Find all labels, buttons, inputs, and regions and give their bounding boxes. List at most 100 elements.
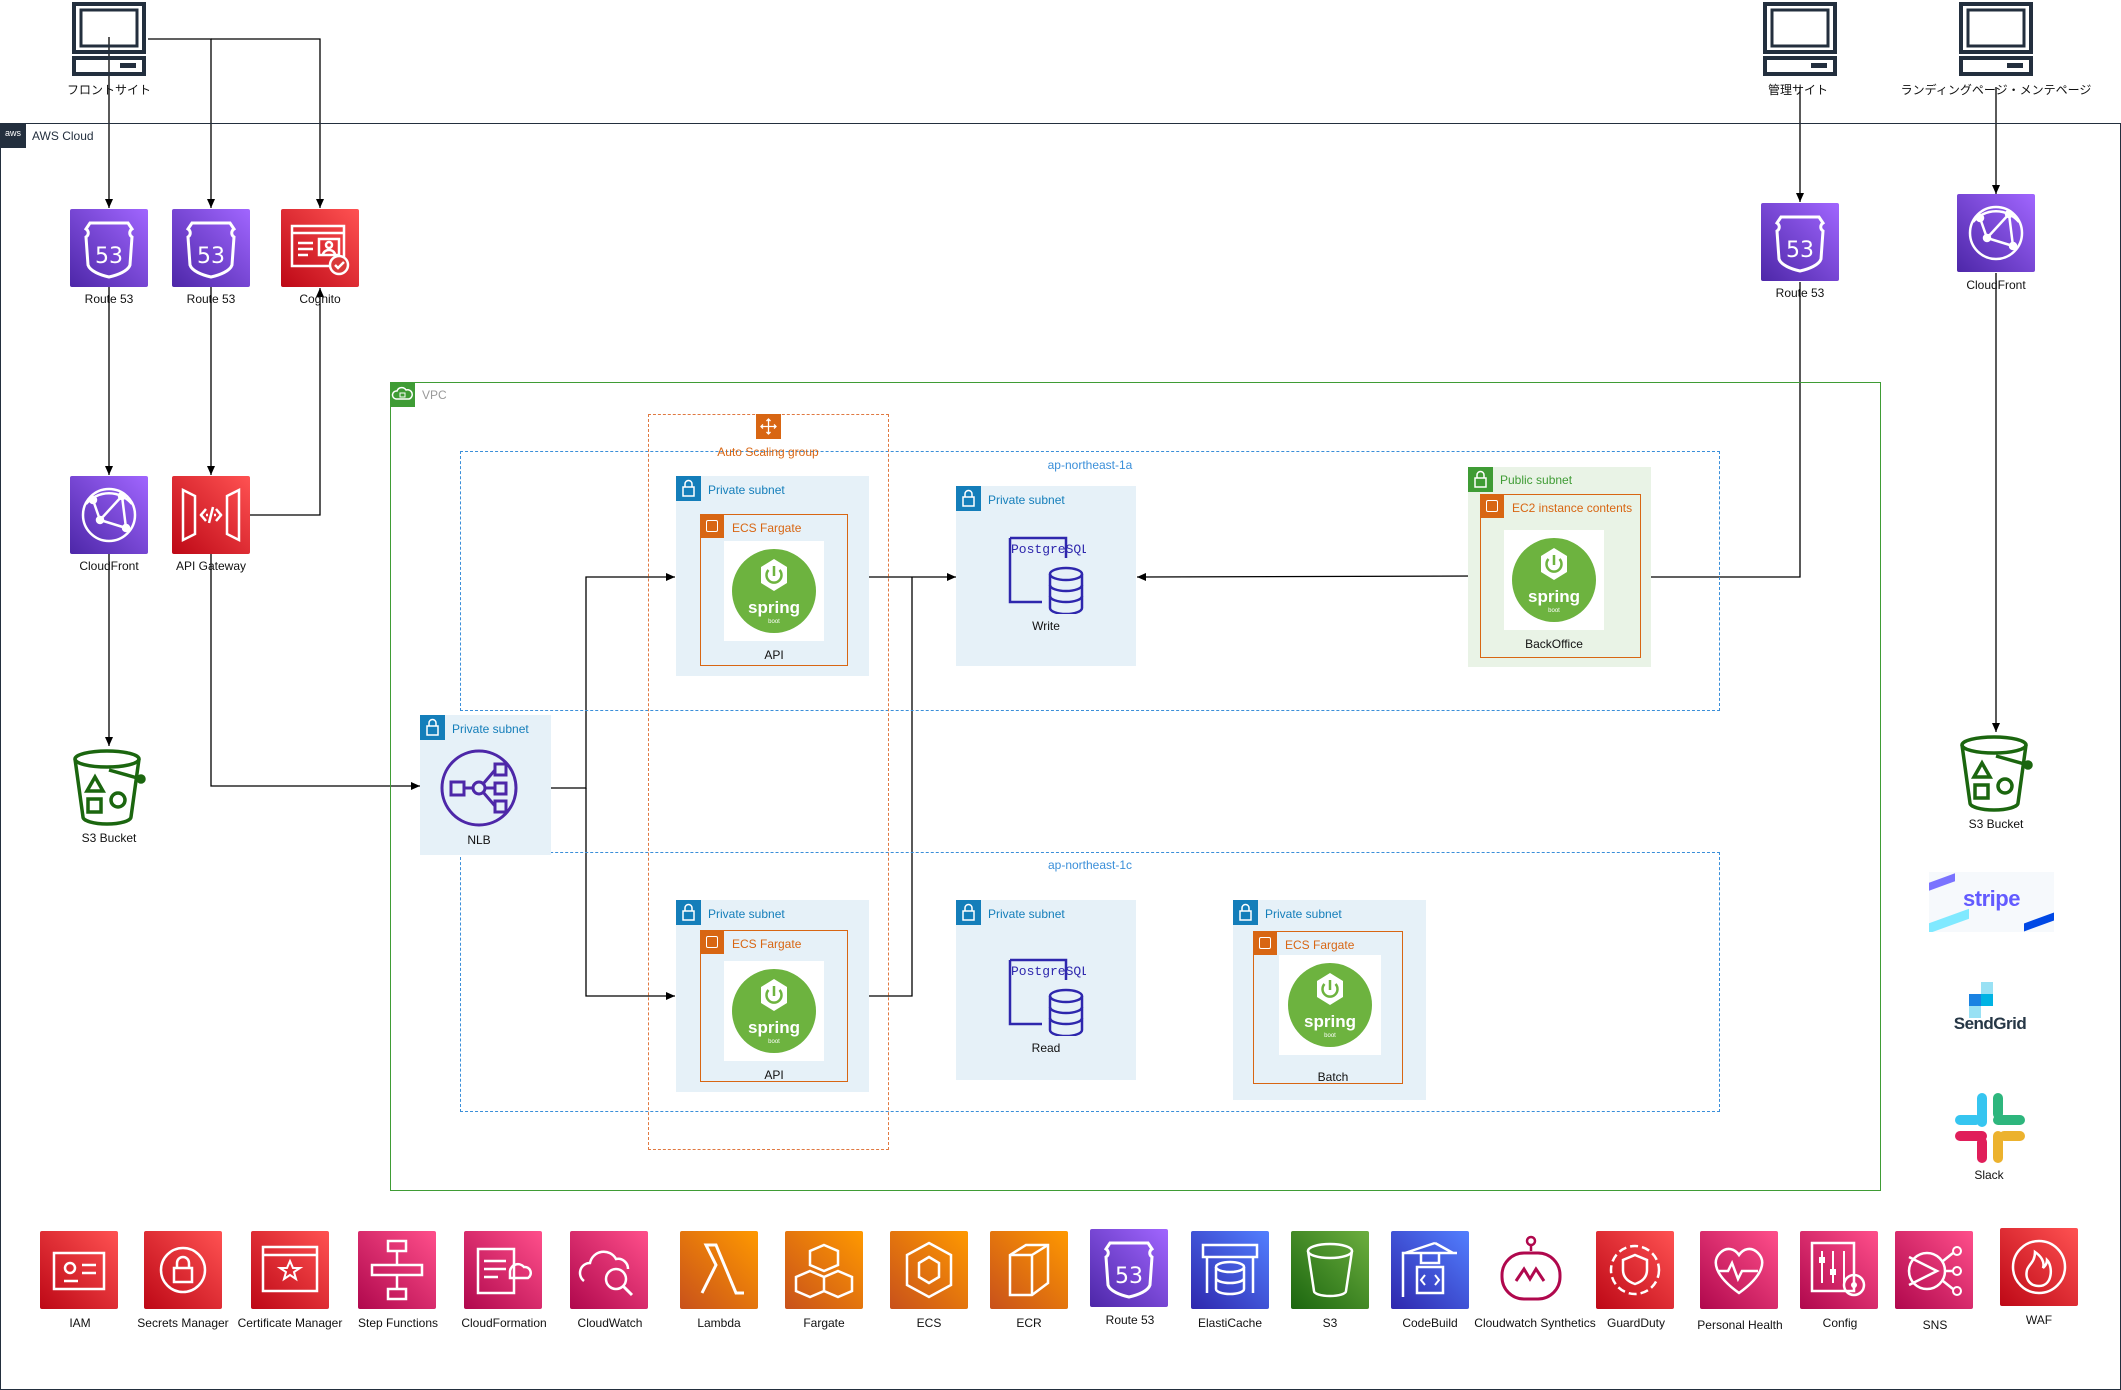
legend-label: Config xyxy=(1822,1316,1858,1330)
svg-text:boot: boot xyxy=(768,1039,780,1045)
cloudfront-landing-icon xyxy=(1957,194,2035,272)
edge-api2-write xyxy=(868,577,913,997)
edge-apigw-cognito xyxy=(250,288,324,516)
slack-logo xyxy=(1954,1092,2026,1163)
lock-icon xyxy=(1233,900,1258,925)
cloudformation-icon xyxy=(464,1231,542,1309)
legend-label: Personal Health xyxy=(1697,1318,1783,1332)
sendgrid-wordmark: SendGrid xyxy=(1953,1014,2027,1033)
svg-text:PostgreSQL: PostgreSQL xyxy=(1011,542,1086,557)
az-1a-group xyxy=(460,451,1720,711)
az-1c-title: ap-northeast-1c xyxy=(1047,858,1133,872)
edge-nlb-api1 xyxy=(518,573,675,789)
ecs-fargate-batch-title: ECS Fargate xyxy=(1285,938,1355,952)
ecr-icon xyxy=(990,1231,1068,1309)
legend-label: ECS xyxy=(916,1316,942,1330)
lock-icon xyxy=(676,476,701,501)
svg-text:boot: boot xyxy=(768,619,780,625)
backoffice-label: BackOffice xyxy=(1525,637,1583,651)
ecs-fargate-api2 xyxy=(700,930,848,1082)
api2-label: API xyxy=(764,1068,784,1082)
route53-front-b-icon: 53 xyxy=(172,209,250,287)
edge-nlb-api2 xyxy=(585,788,675,1000)
svg-text:spring: spring xyxy=(1304,1012,1356,1031)
subnet-api2-title: Private subnet xyxy=(708,907,785,921)
slack-label: Slack xyxy=(1974,1168,2004,1182)
waf-icon xyxy=(2000,1228,2078,1306)
svg-text:spring: spring xyxy=(748,598,800,617)
s3-front-label: S3 Bucket xyxy=(81,831,137,845)
client-landing-computer-icon xyxy=(1957,0,2035,80)
az-1c-group xyxy=(460,852,1720,1112)
cloudwatch-icon xyxy=(570,1231,648,1309)
edge-front-cognito xyxy=(211,38,324,208)
legend-label: GuardDuty xyxy=(1606,1316,1666,1330)
vpc-cloud-icon xyxy=(390,382,415,407)
s3-front-bucket-icon xyxy=(69,747,149,827)
postgresql-write-icon: PostgreSQL xyxy=(1006,534,1089,616)
legend-label: S3 xyxy=(1322,1316,1338,1330)
stripe-logo: stripe xyxy=(1929,872,2054,932)
subnet-db-read xyxy=(956,900,1136,1080)
spring-boot-api1-logo: spring boot xyxy=(724,541,824,641)
step-functions-icon xyxy=(358,1231,436,1309)
legend-label: Cloudwatch Synthetics xyxy=(1474,1316,1596,1330)
subnet-api1-title: Private subnet xyxy=(708,483,785,497)
legend-label: IAM xyxy=(69,1316,91,1330)
svg-text:spring: spring xyxy=(1528,587,1580,606)
db-write-label: Write xyxy=(1032,619,1060,633)
cognito-label: Cognito xyxy=(299,292,341,306)
cloudfront-landing-label: CloudFront xyxy=(1966,278,2026,292)
edge-backoffice-write xyxy=(1136,572,1479,581)
api-gateway-label: API Gateway xyxy=(175,559,247,573)
legend-label: WAF xyxy=(2025,1313,2053,1327)
legend-label: Certificate Manager xyxy=(237,1316,343,1330)
subnet-db-write-title: Private subnet xyxy=(988,493,1065,507)
edge-apigw-nlb xyxy=(210,554,420,790)
subnet-db-write xyxy=(956,486,1136,666)
s3-landing-bucket-icon xyxy=(1956,733,2036,813)
svg-text:53: 53 xyxy=(1786,238,1814,263)
vpc-group xyxy=(390,382,1881,1191)
client-admin-computer-icon xyxy=(1761,0,1839,80)
container-icon xyxy=(1480,494,1504,518)
lock-icon xyxy=(676,900,701,925)
nlb-icon xyxy=(439,748,519,828)
legend-label: Step Functions xyxy=(357,1316,439,1330)
ecs-fargate-api1-title: ECS Fargate xyxy=(732,521,802,535)
stripe-wordmark: stripe xyxy=(1963,886,2020,911)
svg-text:53: 53 xyxy=(197,244,225,269)
lock-icon xyxy=(956,900,981,925)
ecs-fargate-api1 xyxy=(700,514,848,666)
auto-scaling-icon xyxy=(756,414,781,439)
route53-icon: 53 xyxy=(1090,1229,1168,1307)
legend-label: CodeBuild xyxy=(1402,1316,1458,1330)
az-1a-title: ap-northeast-1a xyxy=(1047,458,1133,472)
aws-cloud-title: AWS Cloud xyxy=(32,129,94,143)
client-admin-label: 管理サイト xyxy=(1767,83,1829,97)
secrets-manager-icon xyxy=(144,1231,222,1309)
legend-label: SNS xyxy=(1922,1318,1948,1332)
elasticache-icon xyxy=(1191,1231,1269,1309)
route53-admin-label: Route 53 xyxy=(1775,286,1825,300)
legend-label: CloudFormation xyxy=(461,1316,547,1330)
legend-label: Lambda xyxy=(697,1316,741,1330)
sns-icon xyxy=(1895,1231,1973,1309)
fargate-icon xyxy=(785,1231,863,1309)
certificate-manager-icon xyxy=(251,1231,329,1309)
iam-icon xyxy=(40,1231,118,1309)
api1-label: API xyxy=(764,648,784,662)
ecs-fargate-api2-title: ECS Fargate xyxy=(732,937,802,951)
svg-text:53: 53 xyxy=(1115,1264,1143,1289)
svg-text:spring: spring xyxy=(748,1018,800,1037)
legend-label: Fargate xyxy=(803,1316,845,1330)
codebuild-icon xyxy=(1391,1231,1469,1309)
lock-icon xyxy=(956,486,981,511)
subnet-db-read-title: Private subnet xyxy=(988,907,1065,921)
ec2-instance-contents xyxy=(1480,494,1641,658)
legend-label: CloudWatch xyxy=(577,1316,643,1330)
s3-landing-label: S3 Bucket xyxy=(1968,817,2024,831)
subnet-nlb-title: Private subnet xyxy=(452,722,529,736)
